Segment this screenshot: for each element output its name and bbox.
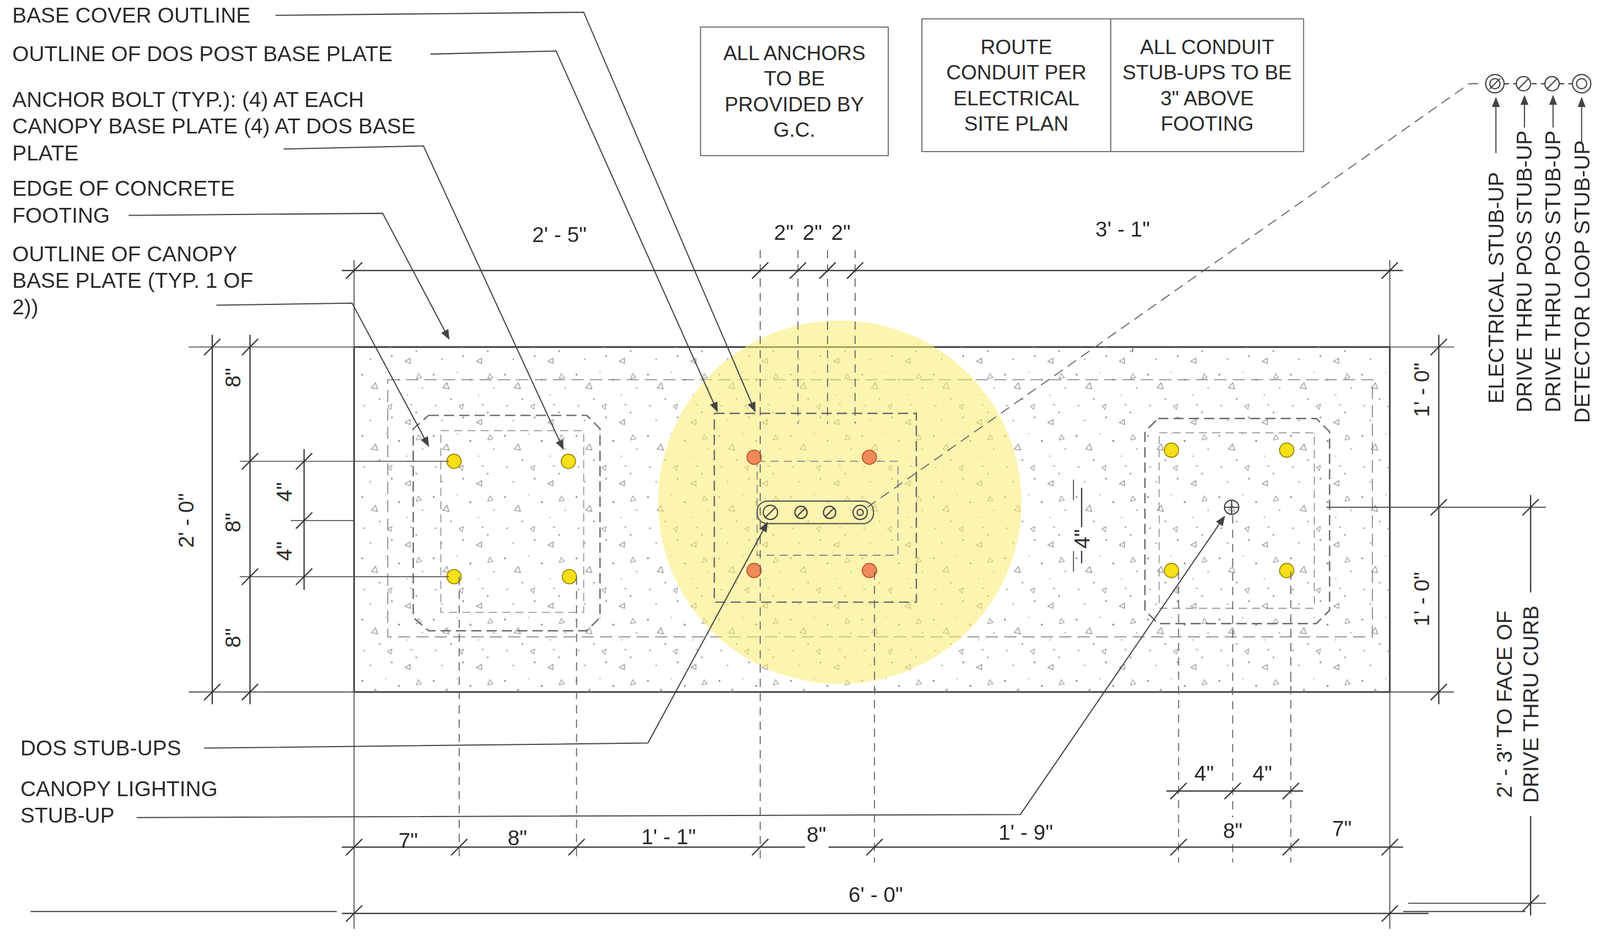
note-box: ALL CONDUIT STUB-UPS TO BE 3" ABOVE FOOT… xyxy=(1110,18,1305,152)
plate-inner-outline xyxy=(1158,432,1314,609)
dos-anchor-bolts xyxy=(747,449,877,578)
callout-text: DOS STUB-UPS xyxy=(20,734,182,762)
dimension: 8" xyxy=(219,510,246,535)
dimension: 8" xyxy=(1220,817,1245,845)
callout-text: OUTLINE OF DOS POST BASE PLATE xyxy=(12,40,393,68)
dimension: 1' - 9" xyxy=(998,819,1054,846)
stub-up-key-text: DRIVE THRU POS STUB-UP xyxy=(1539,130,1567,413)
dimension: 6' - 0" xyxy=(848,881,904,909)
dimension: 7" xyxy=(398,827,418,855)
callout-text: BASE COVER OUTLINE xyxy=(12,2,251,29)
dimension: 2" xyxy=(830,219,851,246)
dimension: 2' - 5" xyxy=(532,221,587,249)
canopy-anchor-bolts xyxy=(447,442,1295,584)
note-text: ALL ANCHORS TO BE PROVIDED BY G.C. xyxy=(711,40,878,143)
stub-up-key-text: DRIVE THRU POS STUB-UP xyxy=(1511,130,1538,413)
extension-lines xyxy=(459,250,1291,863)
callout-text: OUTLINE OF CANOPY BASE PLATE (TYP. 1 OF … xyxy=(12,240,268,321)
callout-text: EDGE OF CONCRETE FOOTING xyxy=(12,175,268,229)
dos-stub-up-group xyxy=(756,501,874,524)
dimension: 4" xyxy=(1194,760,1214,787)
dimension: 4" xyxy=(270,480,298,504)
dimension: 8" xyxy=(219,626,246,651)
dimension: 4" xyxy=(270,539,298,563)
dimension: 2' - 0" xyxy=(172,491,200,550)
dimension: 8" xyxy=(507,824,528,852)
stub-up-key-text: DETECTOR LOOP STUB-UP xyxy=(1568,140,1596,424)
dimension: 7" xyxy=(1332,815,1352,842)
conduit-key-symbols xyxy=(1485,74,1592,93)
callout-text: CANOPY LIGHTING STUB-UP xyxy=(20,775,245,829)
plate-inner-outline xyxy=(441,430,584,612)
note-text: ROUTE CONDUIT PER ELECTRICAL SITE PLAN xyxy=(932,34,1101,137)
dimension: 1' - 1" xyxy=(641,823,696,851)
lighting-stub-up xyxy=(1224,500,1239,515)
canopy-base-plate xyxy=(413,415,601,631)
dimension: 1' - 0" xyxy=(1408,569,1436,628)
dimension-note: 2' - 3" TO FACE OF DRIVE THRU CURB xyxy=(1490,592,1544,816)
note-box: ROUTE CONDUIT PER ELECTRICAL SITE PLAN xyxy=(921,18,1111,152)
dos-inner-outline xyxy=(756,461,898,556)
dimension: 3' - 1" xyxy=(1095,216,1151,243)
dos-base-plate xyxy=(714,413,917,603)
dimension: 2" xyxy=(774,219,794,246)
dimension: 4" xyxy=(1068,527,1095,551)
dimension-lines xyxy=(30,262,1539,922)
dimension: 1' - 0" xyxy=(1408,360,1436,420)
dimension: 4" xyxy=(1252,760,1272,787)
dimension: 8" xyxy=(804,821,829,848)
highlight-circle xyxy=(658,320,1022,684)
stub-up-key-text: ELECTRICAL STUB-UP xyxy=(1482,172,1510,404)
dos-stub-ups xyxy=(763,505,868,520)
dimension: 8" xyxy=(219,365,246,390)
dimension: 2" xyxy=(802,219,823,246)
callout-text: ANCHOR BOLT (TYP.): (4) AT EACH CANOPY B… xyxy=(12,86,421,166)
dimension-extensions xyxy=(188,260,1546,929)
conduit-key-arrows xyxy=(1495,95,1582,154)
note-text: ALL CONDUIT STUB-UPS TO BE 3" ABOVE FOOT… xyxy=(1121,34,1293,137)
note-box: ALL ANCHORS TO BE PROVIDED BY G.C. xyxy=(700,26,889,157)
